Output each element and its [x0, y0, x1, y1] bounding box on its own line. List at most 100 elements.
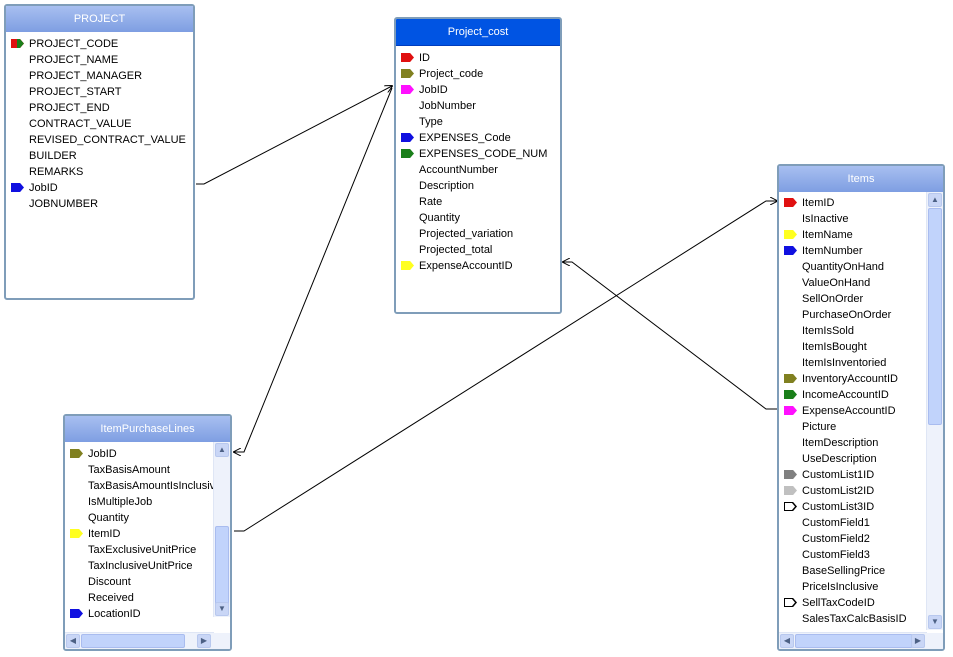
field-row[interactable]: Type [396, 114, 560, 130]
vertical-scrollbar[interactable]: ▲ ▼ [213, 442, 230, 617]
field-name: TaxInclusiveUnitPrice [88, 560, 193, 572]
field-row[interactable]: TaxBasisAmount [65, 462, 230, 478]
scroll-left-icon[interactable]: ◀ [780, 634, 794, 648]
field-row[interactable]: SellOnOrder [779, 291, 943, 307]
field-row[interactable]: TaxInclusiveUnitPrice [65, 558, 230, 574]
table-title[interactable]: Items [779, 166, 943, 192]
field-row[interactable]: PROJECT_END [6, 100, 193, 116]
horizontal-scrollbar[interactable]: ◀ ▶ [65, 632, 214, 649]
horizontal-scroll-thumb[interactable] [81, 634, 185, 648]
field-row[interactable]: CONTRACT_VALUE [6, 116, 193, 132]
field-row[interactable]: BaseSellingPrice [779, 563, 943, 579]
field-row[interactable]: CustomField2 [779, 531, 943, 547]
field-name: Rate [419, 196, 443, 208]
link-project-cost-to-itempurchaselines[interactable] [234, 87, 393, 452]
field-row[interactable]: BUILDER [6, 148, 193, 164]
field-row[interactable]: TaxBasisAmountIsInclusive [65, 478, 230, 494]
field-row[interactable]: ItemNumber [779, 243, 943, 259]
field-row[interactable]: PROJECT_MANAGER [6, 68, 193, 84]
field-row[interactable]: JobID [396, 82, 560, 98]
scroll-up-icon[interactable]: ▲ [928, 193, 942, 207]
scroll-thumb[interactable] [215, 526, 229, 612]
field-row[interactable]: CustomList1ID [779, 467, 943, 483]
field-row[interactable]: IsInactive [779, 211, 943, 227]
link-itempurchaselines-itemid-to-items[interactable] [234, 201, 777, 532]
table-title[interactable]: Project_cost [396, 19, 560, 46]
scroll-left-icon[interactable]: ◀ [66, 634, 80, 648]
field-row[interactable]: IsMultipleJob [65, 494, 230, 510]
field-row[interactable]: REVISED_CONTRACT_VALUE [6, 132, 193, 148]
scroll-thumb[interactable] [928, 208, 942, 425]
field-row[interactable]: ItemDescription [779, 435, 943, 451]
field-row[interactable]: ItemName [779, 227, 943, 243]
table-title[interactable]: ItemPurchaseLines [65, 416, 230, 442]
field-row[interactable]: Rate [396, 194, 560, 210]
field-row[interactable]: Quantity [396, 210, 560, 226]
field-row[interactable]: Quantity [65, 510, 230, 526]
field-row[interactable]: PurchaseOnOrder [779, 307, 943, 323]
field-row[interactable]: PROJECT_NAME [6, 52, 193, 68]
field-row[interactable]: CustomField3 [779, 547, 943, 563]
field-row[interactable]: CustomList3ID [779, 499, 943, 515]
scroll-down-icon[interactable]: ▼ [215, 602, 229, 616]
field-row[interactable]: CustomList2ID [779, 483, 943, 499]
scroll-up-icon[interactable]: ▲ [215, 443, 229, 457]
field-row[interactable]: ItemID [65, 526, 230, 542]
field-row[interactable]: AccountNumber [396, 162, 560, 178]
field-row[interactable]: ValueOnHand [779, 275, 943, 291]
scroll-right-icon[interactable]: ▶ [911, 634, 925, 648]
horizontal-scroll-thumb[interactable] [795, 634, 913, 648]
table-title[interactable]: PROJECT [6, 6, 193, 32]
resize-grip-icon[interactable] [927, 633, 943, 649]
field-row[interactable]: LocationID [65, 606, 230, 622]
field-row[interactable]: QuantityOnHand [779, 259, 943, 275]
field-name: Picture [802, 421, 837, 433]
field-row[interactable]: Received [65, 590, 230, 606]
field-row[interactable]: PROJECT_START [6, 84, 193, 100]
field-row[interactable]: ItemIsInventoried [779, 355, 943, 371]
field-row[interactable]: EXPENSES_Code [396, 130, 560, 146]
field-row[interactable]: ItemID [779, 195, 943, 211]
field-row[interactable]: Project_code [396, 66, 560, 82]
field-row[interactable]: SalesTaxCalcBasisID [779, 611, 943, 627]
field-row[interactable]: PriceIsInclusive [779, 579, 943, 595]
field-row[interactable]: Projected_variation [396, 226, 560, 242]
vertical-scrollbar[interactable]: ▲ ▼ [926, 192, 943, 630]
field-row[interactable]: InventoryAccountID [779, 371, 943, 387]
field-row[interactable]: SellTaxCodeID [779, 595, 943, 611]
scroll-right-icon[interactable]: ▶ [197, 634, 211, 648]
field-row[interactable]: PROJECT_CODE [6, 36, 193, 52]
field-name: CONTRACT_VALUE [29, 118, 132, 130]
field-row[interactable]: Discount [65, 574, 230, 590]
field-row[interactable]: EXPENSES_CODE_NUM [396, 146, 560, 162]
field-row[interactable]: TaxExclusiveUnitPrice [65, 542, 230, 558]
field-row[interactable]: Picture [779, 419, 943, 435]
field-row[interactable]: ItemIsSold [779, 323, 943, 339]
field-row[interactable]: ExpenseAccountID [779, 403, 943, 419]
horizontal-scrollbar[interactable]: ◀ ▶ [779, 632, 927, 649]
field-row[interactable]: JOBNUMBER [6, 196, 193, 212]
field-row[interactable]: REMARKS [6, 164, 193, 180]
field-row[interactable]: UseDescription [779, 451, 943, 467]
link-items-expenseaccount-to-project-cost[interactable] [563, 262, 777, 410]
field-row[interactable]: IncomeAccountID [779, 387, 943, 403]
field-row[interactable]: JobID [65, 446, 230, 462]
resize-grip-icon[interactable] [214, 633, 230, 649]
field-row[interactable]: ItemIsBought [779, 339, 943, 355]
link-project-jobid-to-project-cost[interactable] [196, 86, 392, 185]
field-row[interactable]: Projected_total [396, 242, 560, 258]
field-row[interactable]: CustomField1 [779, 515, 943, 531]
field-row[interactable]: Description [396, 178, 560, 194]
scroll-down-icon[interactable]: ▼ [928, 615, 942, 629]
field-row[interactable]: JobNumber [396, 98, 560, 114]
field-row[interactable]: JobID [6, 180, 193, 196]
field-row[interactable]: ExpenseAccountID [396, 258, 560, 274]
green-key-icon [401, 149, 414, 158]
field-row[interactable]: ID [396, 50, 560, 66]
